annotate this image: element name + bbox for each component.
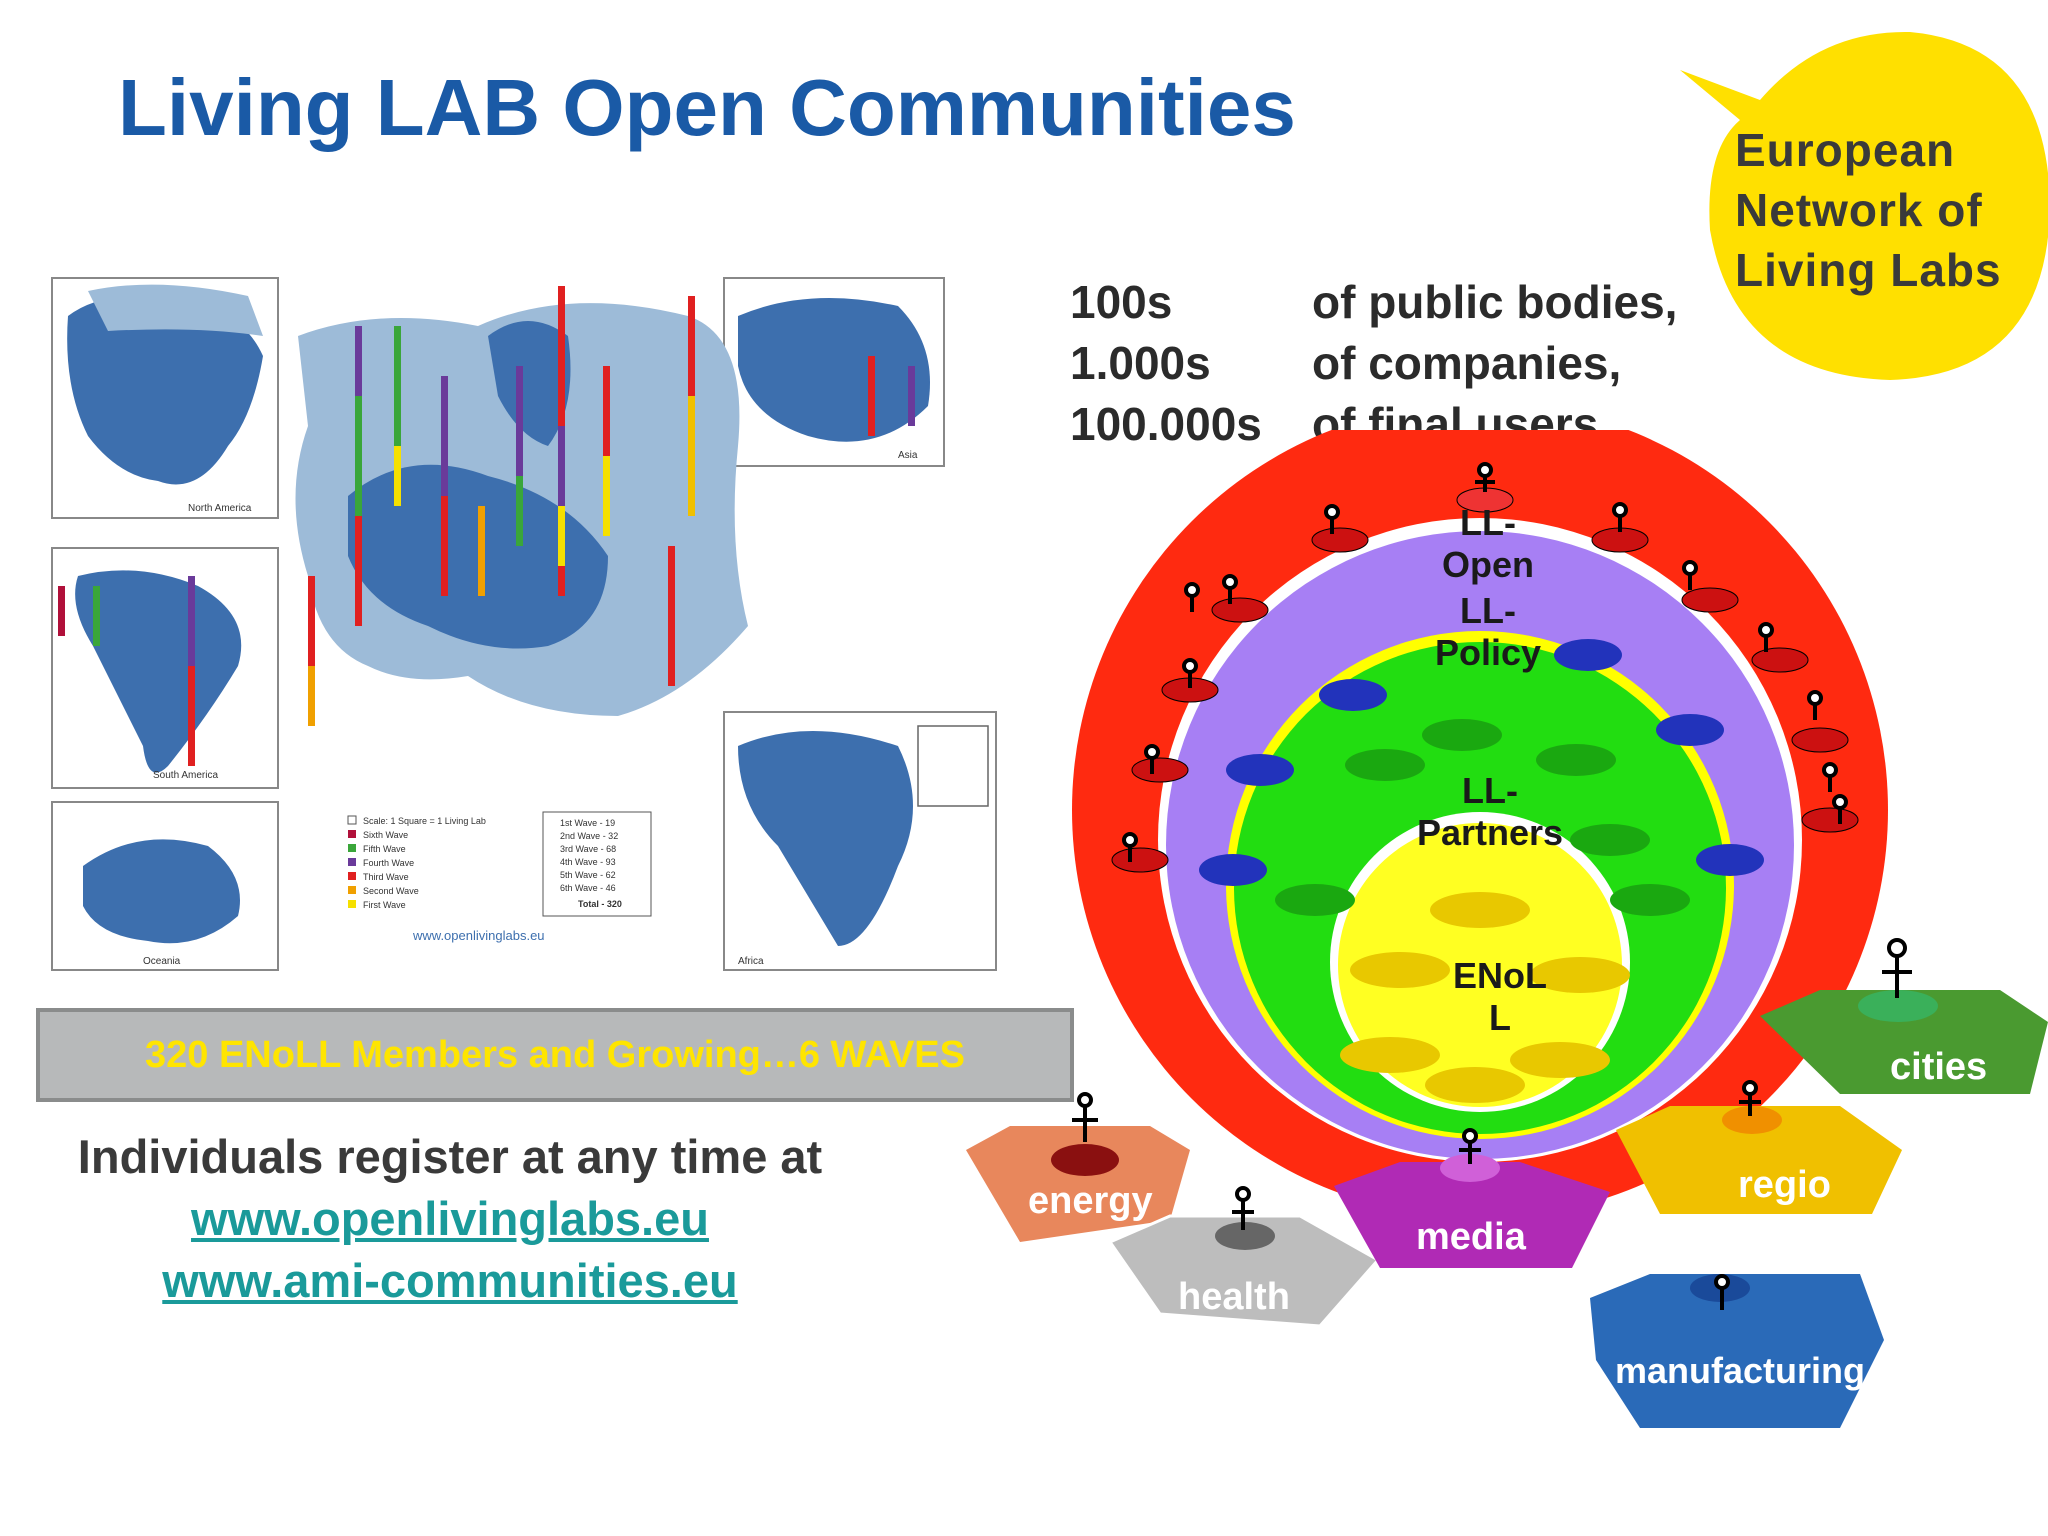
total-item: 2nd Wave - 32: [560, 831, 618, 841]
regio-hexagon: [1616, 1106, 1902, 1214]
total-item: 4th Wave - 93: [560, 857, 616, 867]
manufacturing-label: manufacturing: [1615, 1350, 1866, 1391]
stat-number: 1.000s: [1070, 337, 1211, 389]
openlivinglabs-link[interactable]: www.openlivinglabs.eu: [191, 1192, 709, 1245]
stat-row: 100s of public bodies,: [1070, 272, 1677, 333]
page-title: Living LAB Open Communities: [118, 63, 1296, 152]
ami-communities-link[interactable]: www.ami-communities.eu: [162, 1254, 738, 1307]
cities-hexagon: [1760, 990, 2048, 1094]
ll-policy-text: LL- Policy: [1434, 590, 1542, 673]
bubble-line-2: Network of: [1735, 184, 1983, 236]
sector-person-icons: [1072, 938, 1912, 1310]
enoll-core-label: ENoL L: [1430, 955, 1570, 1039]
outer-members: [1111, 487, 1859, 873]
enoll-core-text: ENoL L: [1453, 955, 1547, 1038]
register-text: Individuals register at any time at: [77, 1130, 823, 1183]
energy-hexagon: [966, 1126, 1190, 1242]
community-rings-diagram: [966, 430, 2048, 1428]
total-item: Total - 320: [578, 899, 622, 909]
africa-label: Africa: [738, 956, 764, 967]
ll-partners-label: LL- Partners: [1390, 770, 1590, 854]
ll-policy-label: LL- Policy: [1408, 590, 1568, 674]
legend-item: Fourth Wave: [363, 858, 414, 868]
legend-item: Scale: 1 Square = 1 Living Lab: [363, 816, 486, 826]
north-america-label: North America: [188, 503, 252, 514]
ll-partners-text: LL- Partners: [1416, 770, 1564, 853]
members-banner-text: 320 ENoLL Members and Growing…6 WAVES: [145, 1033, 965, 1076]
stats-list: 100s of public bodies, 1.000s of companies…: [1070, 272, 1677, 455]
core-members: [1340, 892, 1630, 1103]
stat-number: 100s: [1070, 276, 1173, 328]
asia-label: Asia: [898, 450, 918, 461]
stat-text: of public bodies,: [1312, 276, 1678, 328]
policy-members: [1199, 639, 1764, 886]
partner-members: [1275, 719, 1690, 916]
south-america-panel: South America: [51, 547, 279, 789]
south-america-label: South America: [153, 770, 218, 781]
asia-panel: Asia: [723, 277, 945, 467]
energy-label: energy: [1028, 1180, 1153, 1222]
map-legend: Scale: 1 Square = 1 Living Lab Sixth Wav…: [347, 815, 486, 910]
stat-text: of companies,: [1312, 337, 1622, 389]
bubble-line-1: European: [1735, 124, 1956, 176]
map-url: www.openlivinglabs.eu: [412, 928, 545, 943]
ll-open-text: LL- Open: [1441, 502, 1534, 585]
media-hexagon: [1334, 1154, 1610, 1268]
enoll-speech-bubble: [1680, 31, 2048, 380]
stat-number: 100.000s: [1070, 398, 1262, 450]
legend-item: First Wave: [363, 900, 406, 910]
oceania-panel: Oceania: [51, 801, 279, 971]
members-banner: 320 ENoLL Members and Growing…6 WAVES: [36, 1008, 1074, 1102]
regio-label: regio: [1738, 1164, 1831, 1206]
africa-panel: Africa: [723, 711, 997, 971]
total-item: 3rd Wave - 68: [560, 844, 616, 854]
stat-row: 1.000s of companies,: [1070, 333, 1677, 394]
map-totals: 1st Wave - 19 2nd Wave - 32 3rd Wave - 6…: [542, 811, 652, 917]
media-label: media: [1416, 1216, 1526, 1258]
total-item: 5th Wave - 62: [560, 870, 616, 880]
enoll-core: [1338, 823, 1622, 1107]
total-item: 6th Wave - 46: [560, 883, 616, 893]
north-america-panel: North America: [51, 277, 279, 519]
person-icons: [1122, 462, 1848, 862]
legend-item: Third Wave: [363, 872, 409, 882]
legend-item: Sixth Wave: [363, 830, 408, 840]
ll-open-label: LL- Open: [1418, 502, 1558, 586]
living-lab-bars: [58, 286, 915, 766]
manufacturing-hexagon: [1590, 1274, 1884, 1428]
enoll-bubble-text: European Network of Living Labs: [1735, 120, 2005, 300]
register-block: Individuals register at any time at www.…: [40, 1126, 860, 1312]
bubble-line-3: Living Labs: [1735, 244, 2002, 296]
living-labs-world-map: North America South America Oceania Asia…: [51, 277, 997, 971]
health-label: health: [1178, 1276, 1290, 1318]
total-item: 1st Wave - 19: [560, 818, 615, 828]
oceania-label: Oceania: [143, 956, 181, 967]
legend-item: Second Wave: [363, 886, 419, 896]
legend-item: Fifth Wave: [363, 844, 406, 854]
cities-label: cities: [1890, 1046, 1988, 1088]
